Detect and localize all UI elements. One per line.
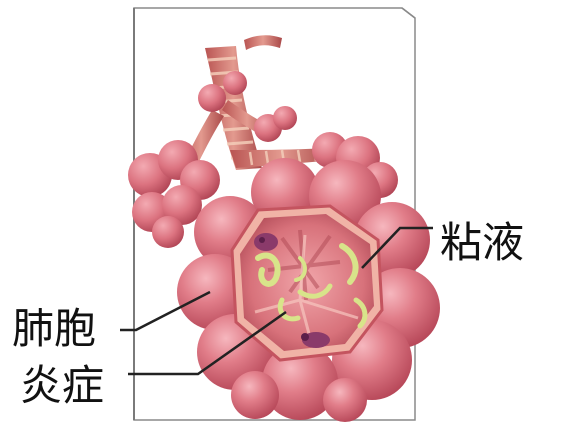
inflammation-label: 炎症 bbox=[20, 365, 104, 407]
alveoli-label: 肺胞 bbox=[12, 308, 96, 350]
mucus-label: 粘液 bbox=[440, 222, 524, 264]
